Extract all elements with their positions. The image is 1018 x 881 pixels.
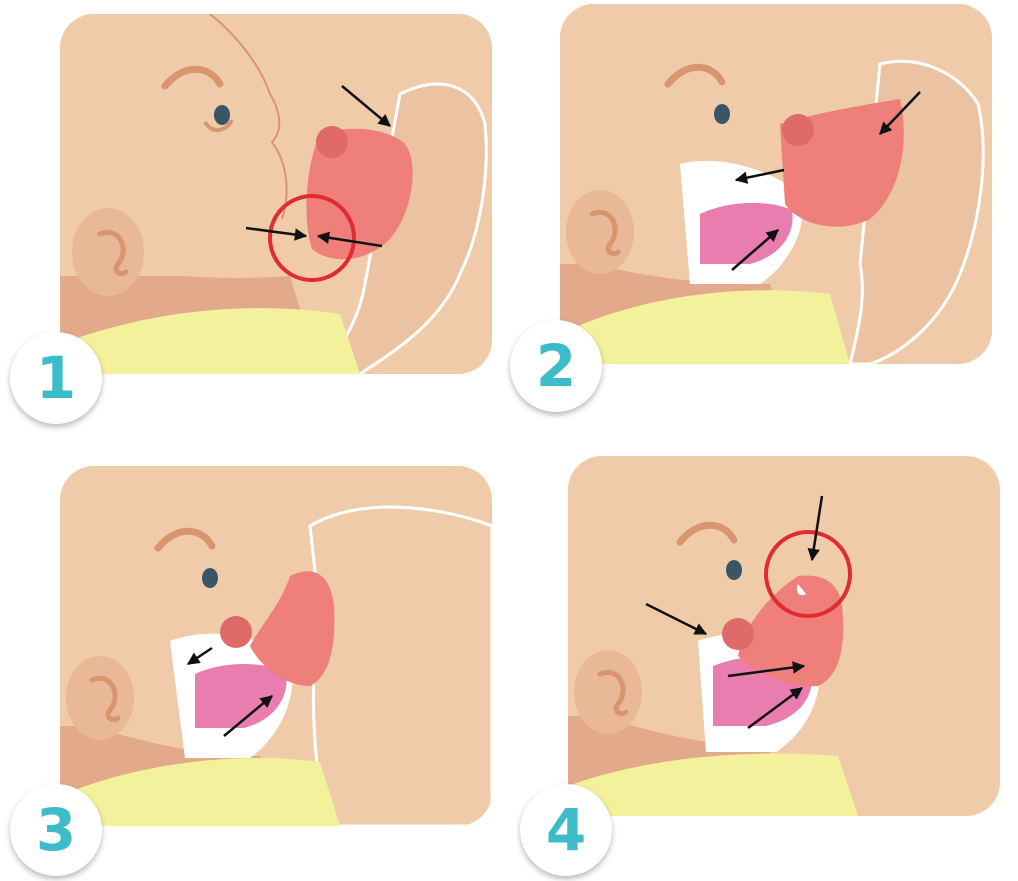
baby-ear	[566, 190, 634, 274]
nipple	[782, 114, 814, 146]
step-1-illustration	[60, 14, 492, 374]
mother-breast	[838, 470, 1000, 816]
step-3-illustration	[60, 466, 492, 826]
step-3-number-badge: 3	[10, 784, 102, 876]
nipple	[722, 618, 754, 650]
nipple	[220, 616, 252, 648]
mother-breast	[310, 507, 492, 826]
baby-eye	[726, 560, 742, 580]
step-4-number-badge: 4	[520, 784, 612, 876]
nipple	[316, 126, 348, 158]
step-1-number-badge: 1	[10, 332, 102, 424]
step-1-panel	[60, 14, 492, 374]
step-4-panel	[568, 456, 1000, 816]
baby-ear	[574, 650, 642, 734]
step-2-panel	[560, 4, 992, 364]
step-2-illustration	[560, 4, 992, 364]
baby-eye	[214, 105, 230, 125]
baby-eye	[202, 568, 218, 588]
baby-eye	[714, 104, 730, 124]
baby-ear	[72, 208, 144, 296]
baby-ear	[66, 656, 134, 740]
step-2-number-badge: 2	[510, 320, 602, 412]
step-4-illustration	[568, 456, 1000, 816]
step-3-panel	[60, 466, 492, 826]
